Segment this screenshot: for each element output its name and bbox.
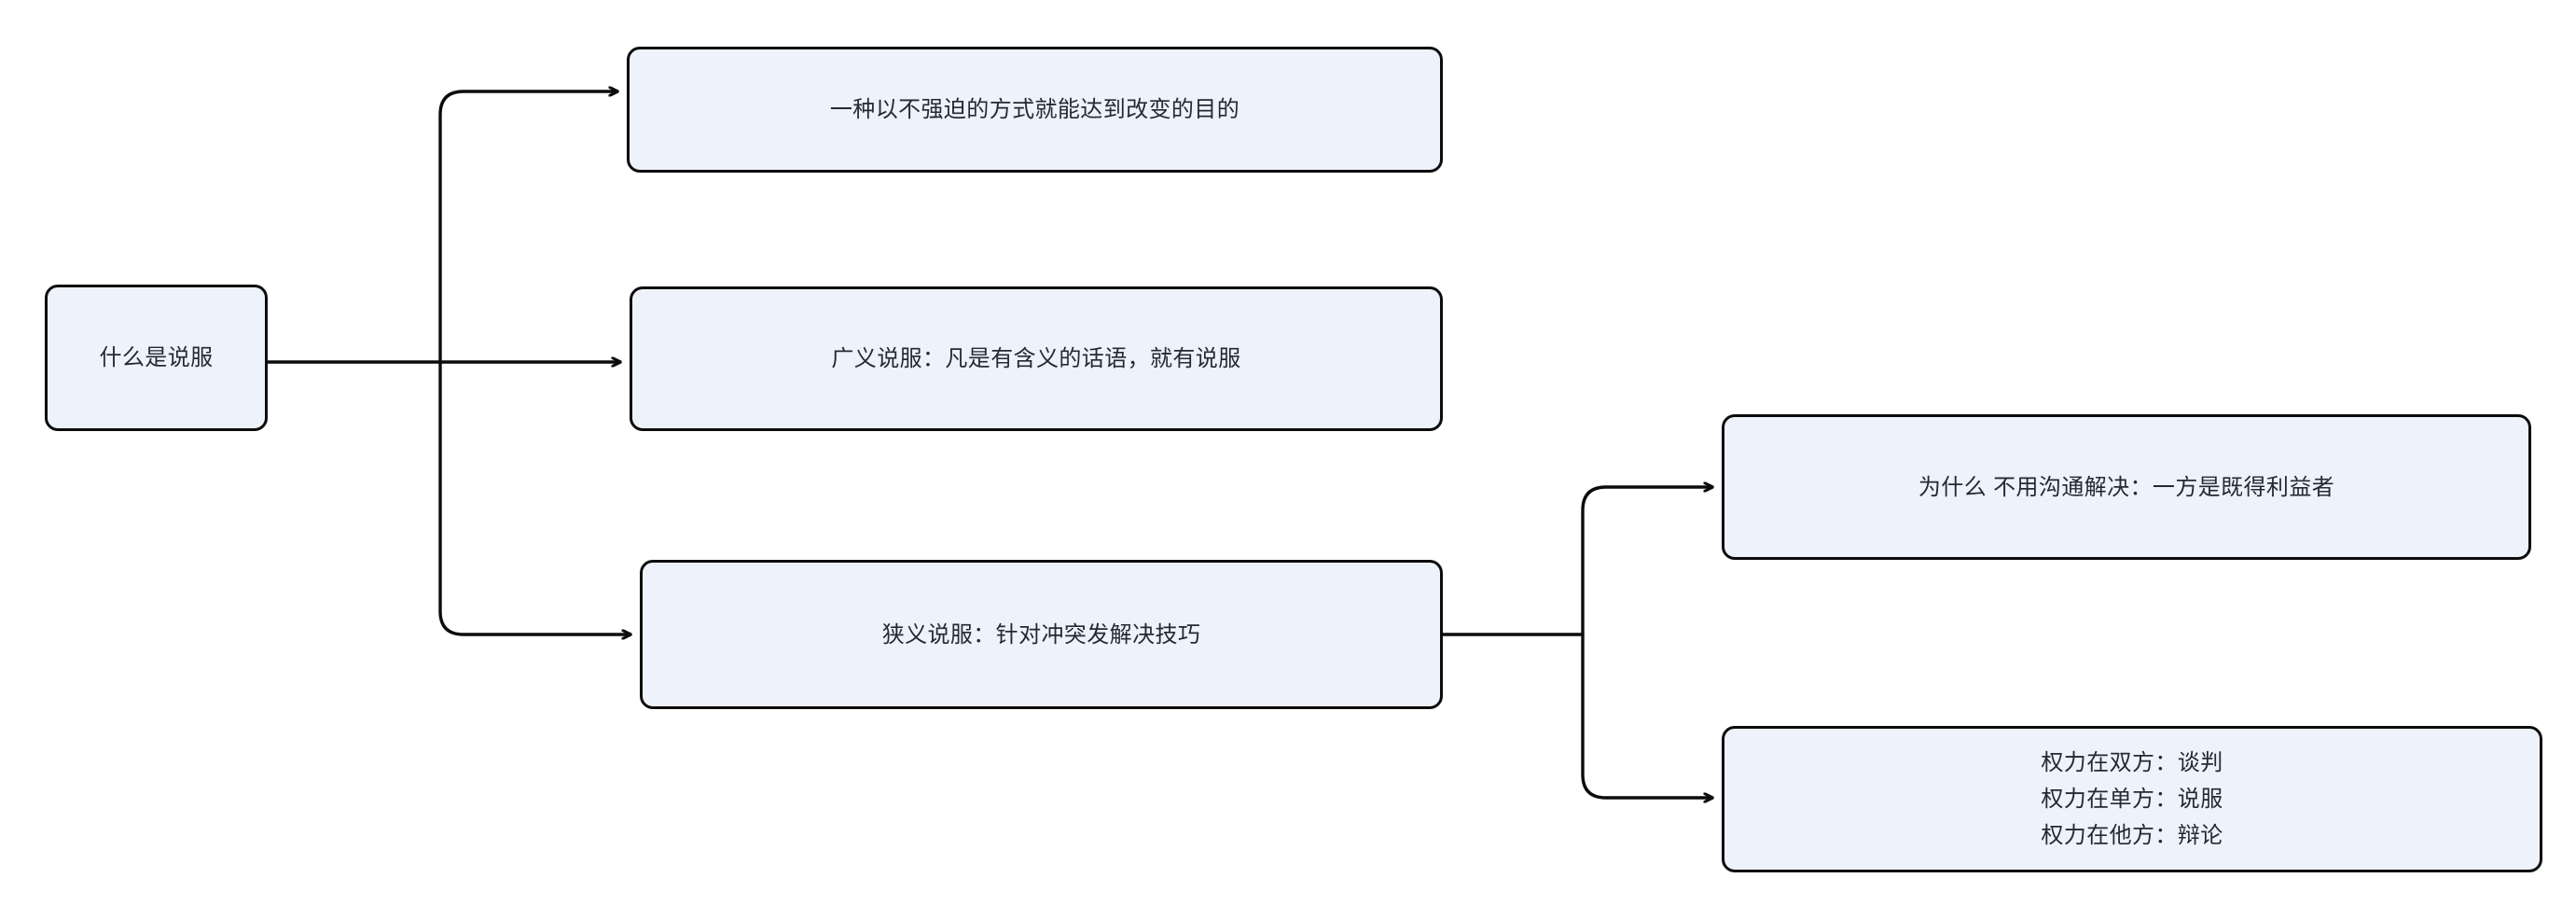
node-branch-2-label: 广义说服：凡是有含义的话语，就有说服 — [831, 346, 1241, 371]
edge-root-to-branch-3 — [438, 360, 632, 634]
node-child-1[interactable]: 为什么 不用沟通解决：一方是既得利益者 — [1722, 414, 2531, 560]
edge-branch-3-to-child-2 — [1581, 633, 1714, 798]
node-branch-3[interactable]: 狭义说服：针对冲突发解决技巧 — [640, 560, 1443, 709]
node-branch-2[interactable]: 广义说服：凡是有含义的话语，就有说服 — [630, 286, 1443, 431]
node-branch-1[interactable]: 一种以不强迫的方式就能达到改变的目的 — [627, 47, 1443, 173]
node-child-2-label: 权力在双方：谈判 权力在单方：说服 权力在他方：辩论 — [2041, 750, 2223, 848]
edge-root-to-branch-1 — [438, 91, 619, 364]
node-root[interactable]: 什么是说服 — [45, 285, 268, 431]
node-child-2[interactable]: 权力在双方：谈判 权力在单方：说服 权力在他方：辩论 — [1722, 726, 2542, 872]
node-branch-3-label: 狭义说服：针对冲突发解决技巧 — [881, 621, 1201, 648]
node-branch-1-label: 一种以不强迫的方式就能达到改变的目的 — [829, 97, 1240, 122]
node-root-label: 什么是说服 — [99, 345, 214, 370]
edge-branch-3-to-child-1 — [1581, 487, 1714, 636]
node-child-1-label: 为什么 不用沟通解决：一方是既得利益者 — [1918, 474, 2335, 500]
